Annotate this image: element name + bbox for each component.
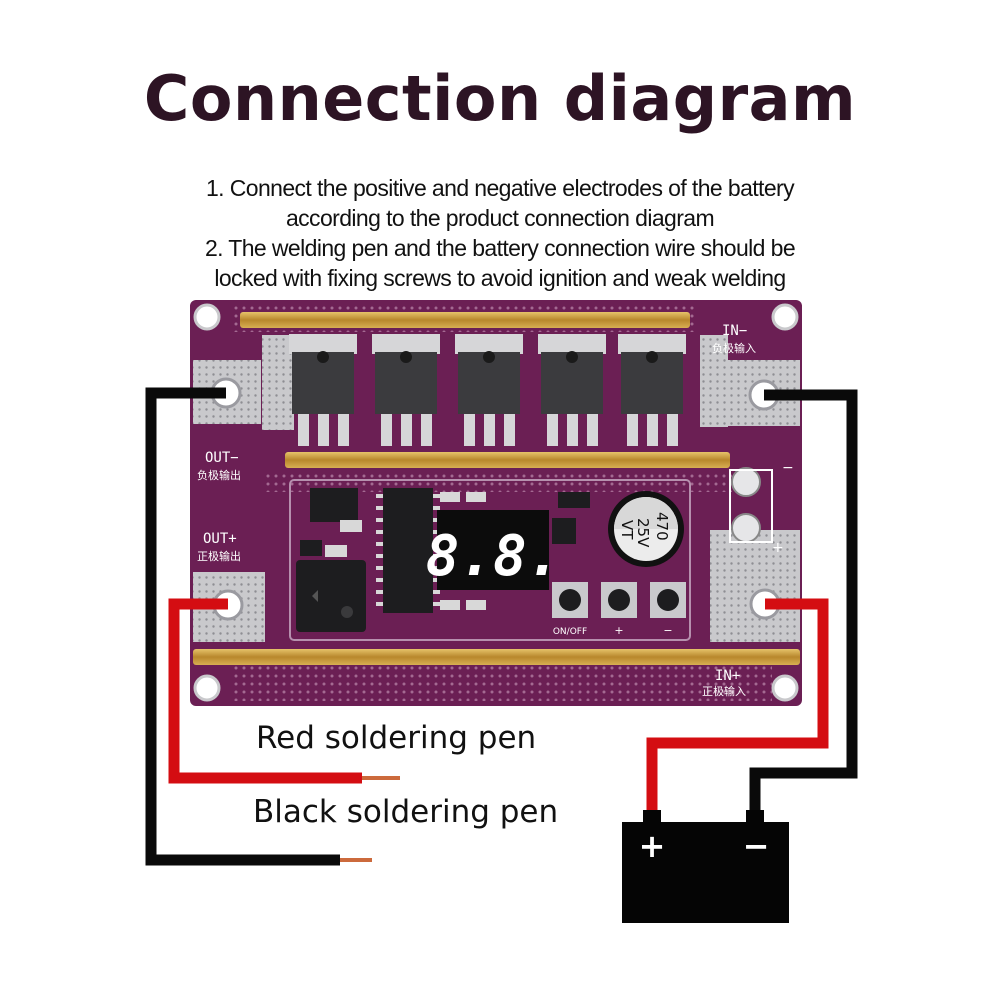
label-in-minus: IN− [722,323,747,339]
red-pen-label: Red soldering pen [256,720,537,756]
resistor-1 [440,492,460,502]
resistor-3 [440,600,460,610]
instruction-line-4: locked with fixing screws to avoid ignit… [214,265,786,291]
mount-hole-top-right [771,303,799,331]
label-in-plus-cn: 正极输入 [702,684,746,698]
mount-hole-top-left [193,303,221,331]
instruction-line-3: 2. The welding pen and the battery conne… [204,235,796,261]
battery-plus-sign: + [639,827,666,865]
capacitor: 470 25V VT [608,491,684,567]
instructions: 1. Connect the positive and negative ele… [120,173,880,293]
button-on-off[interactable] [552,582,588,618]
seven-segment-display [437,510,549,590]
black-pen-wire [145,387,340,866]
battery-positive-wire [646,598,829,822]
terminal-post-bracket [729,469,773,543]
mcu-pins-right [433,494,440,606]
label-btn-minus: − [663,624,672,637]
terminal-minus-mark: − [782,460,794,476]
mosfet-3 [455,334,523,446]
battery-negative-wire [749,389,858,822]
mosfet-4 [538,334,606,446]
mosfet-5 [618,334,686,446]
label-in-plus: IN+ [715,668,740,684]
label-out-minus: OUT− [205,450,239,466]
chip-left-small [300,540,322,556]
bus-bar-bottom [193,649,800,665]
bus-bar-middle [285,452,730,468]
instruction-line-2: according to the product connection diag… [285,205,715,231]
battery-terminal-negative [746,810,764,824]
label-out-plus: OUT+ [203,531,237,547]
mount-hole-bottom-left [193,674,221,702]
chip-left-small-3 [325,545,347,557]
black-pen-label: Black soldering pen [253,794,559,830]
battery-body [622,822,789,923]
pad-in-minus-ext [700,335,728,427]
label-on-off: ON/OFF [553,627,587,637]
capacitor-voltage: 25V [634,518,652,548]
resistor-4 [466,600,486,610]
chip-top-left [310,488,358,522]
microcontroller [383,488,433,613]
instruction-line-1: 1. Connect the positive and negative ele… [205,175,795,201]
capacitor-code: VT [618,520,636,540]
control-area [289,479,691,641]
button-minus[interactable] [650,582,686,618]
pad-in-plus [710,530,800,642]
wires [145,387,858,866]
button-plus[interactable] [601,582,637,618]
label-out-minus-cn: 负极输出 [197,468,241,482]
label-btn-plus: + [614,624,623,637]
chip-right-small [558,492,590,508]
chip-left-small-2 [340,520,362,532]
terminal-post-top [731,467,761,497]
battery-terminal-positive [643,810,661,824]
terminal-plus-mark: + [772,540,784,556]
display-digits: 8.8. [426,524,561,589]
capacitor-value: 470 [653,512,671,541]
resistor-2 [466,492,486,502]
buzzer [296,560,366,632]
battery: + − [622,810,789,923]
terminal-post-bottom [731,513,761,543]
mount-hole-bottom-right [771,674,799,702]
diagram-title: Connection diagram [143,62,857,135]
mosfet-1 [289,334,357,446]
pcb-dot-field-bottom [232,663,772,701]
bus-bar-top [240,312,690,328]
pcb-board: 8.8. 470 25V VT ON/OFF [190,300,802,706]
label-in-minus-cn: 负极输入 [712,341,756,355]
mosfet-2 [372,334,440,446]
red-pen-wire [168,598,362,784]
mcu-pins-left [376,494,383,606]
battery-minus-sign: − [743,827,770,865]
label-out-plus-cn: 正极输出 [197,549,241,563]
pad-out-minus-ext [262,335,294,430]
chip-right-small-2 [552,518,576,544]
